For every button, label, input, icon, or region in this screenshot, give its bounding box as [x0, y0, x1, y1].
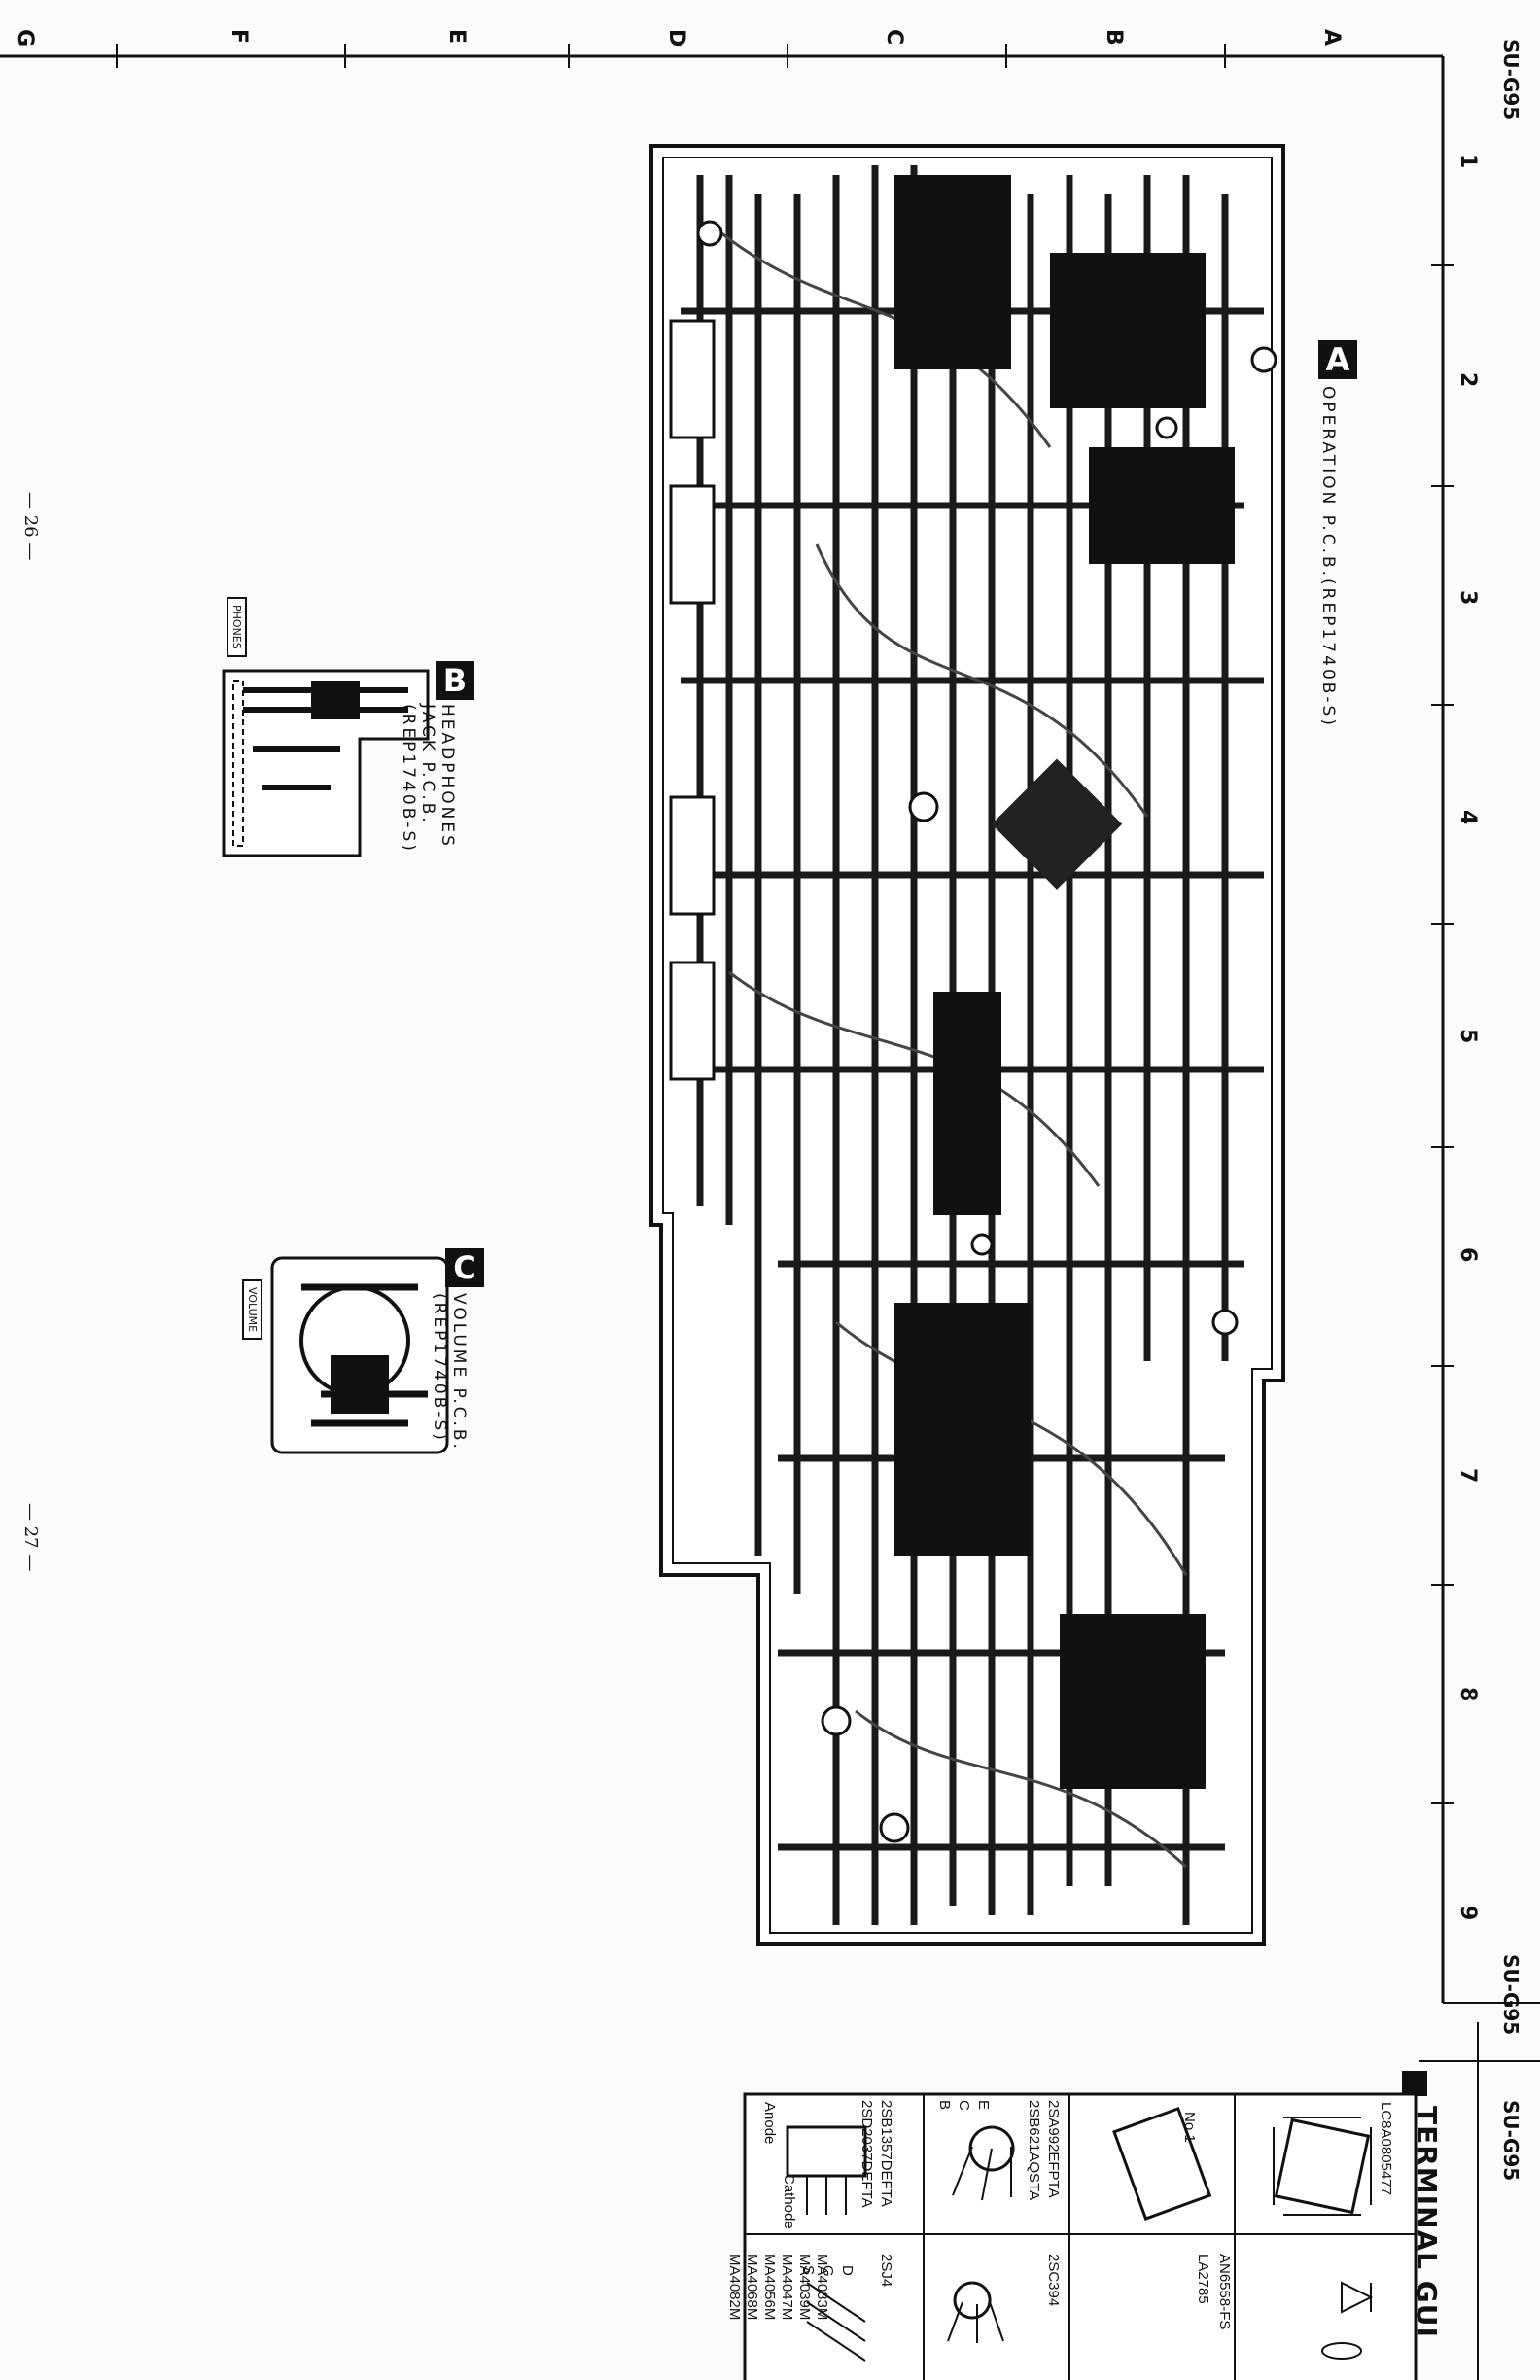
grid-number-9: 9 [1455, 1906, 1480, 1921]
part-label-2sb621aqsta: 2SB621AQSTA [1026, 2100, 1042, 2201]
part-label-2sd2037defta: 2SD2037DEFTA [858, 2100, 875, 2208]
board-b-title-line2: JACK P.C.B. [418, 704, 438, 825]
part-label-2sb1357defta: 2SB1357DEFTA [878, 2100, 894, 2207]
grid-number-4: 4 [1455, 810, 1480, 825]
grid-number-1: 1 [1455, 154, 1480, 169]
page-number-left: — 26 — [20, 492, 41, 561]
pin-label-c: C [956, 2100, 972, 2111]
pin-label-cathode: Cathode [781, 2174, 797, 2229]
grid-number-5: 5 [1455, 1029, 1480, 1044]
part-label-2sc394: 2SC394 [1045, 2254, 1062, 2307]
grid-letter-a: A [1319, 29, 1344, 47]
grid-number-2: 2 [1455, 372, 1480, 388]
board-a-badge: A [1318, 340, 1357, 379]
part-label-2sa992efpta: 2SA992EFPTA [1045, 2100, 1062, 2198]
part-label-lc8a0805477: LC8A0805477 [1378, 2102, 1394, 2195]
grid-letter-d: D [664, 29, 688, 48]
model-tab-right: SU-G95 [1499, 2100, 1522, 2182]
volume-pcb-drawing [270, 1256, 449, 1454]
part-label-ma4056m: MA4056M [761, 2254, 778, 2321]
part-label-ma4068m: MA4068M [744, 2254, 760, 2321]
pin-label-b: B [936, 2100, 953, 2111]
grid-number-3: 3 [1455, 590, 1480, 606]
board-b-badge: B [436, 661, 474, 700]
page-number-right: — 27 — [20, 1503, 41, 1572]
part-label-ma4047m: MA4047M [779, 2254, 795, 2321]
board-b-title-line1: HEADPHONES [438, 704, 457, 849]
pin-label-g: G [820, 2265, 836, 2277]
model-tab-mid: SU-G95 [1499, 1954, 1522, 2036]
pin-label-s: S [800, 2265, 817, 2276]
jack-label-phones: PHONES [227, 597, 247, 657]
board-c-title-line1: VOLUME P.C.B. [449, 1293, 469, 1452]
grid-number-7: 7 [1455, 1468, 1480, 1484]
pin-label-anode: Anode [761, 2102, 778, 2145]
part-label-2sj4: 2SJ4 [878, 2254, 894, 2288]
operation-pcb-drawing [649, 144, 1285, 1946]
model-tab-top: SU-G95 [1499, 39, 1522, 121]
grid-letter-f: F [227, 29, 251, 45]
grid-number-6: 6 [1455, 1247, 1480, 1263]
grid-number-8: 8 [1455, 1687, 1480, 1702]
grid-letter-c: C [882, 29, 906, 46]
board-b-title-line3: (REP1740B-S) [399, 704, 418, 854]
board-a-title: OPERATION P.C.B.(REP1740B-S) [1318, 386, 1338, 728]
terminal-guide-marker [1402, 2071, 1427, 2096]
pin-label-no1: No.1 [1181, 2112, 1198, 2143]
control-label-volume: VOLUME [242, 1279, 262, 1341]
part-label-ma4082m: MA4082M [726, 2254, 743, 2321]
pin-label-e: E [975, 2100, 992, 2111]
part-label-ma4033m: MA4033M [814, 2254, 830, 2321]
grid-letter-e: E [444, 29, 469, 45]
grid-letter-g: G [13, 29, 37, 48]
grid-letter-b: B [1102, 29, 1126, 46]
pin-label-d: D [839, 2265, 856, 2276]
part-label-ma4039m: MA4039M [796, 2254, 813, 2321]
board-c-title-line2: (REP1740B-S) [430, 1293, 449, 1443]
terminal-guide-table [743, 2092, 1418, 2380]
headphones-pcb-drawing [222, 669, 430, 858]
part-label-an6558-fs: AN6558-FS [1216, 2254, 1233, 2330]
part-label-la2785: LA2785 [1195, 2254, 1211, 2304]
board-c-badge: C [445, 1248, 484, 1287]
